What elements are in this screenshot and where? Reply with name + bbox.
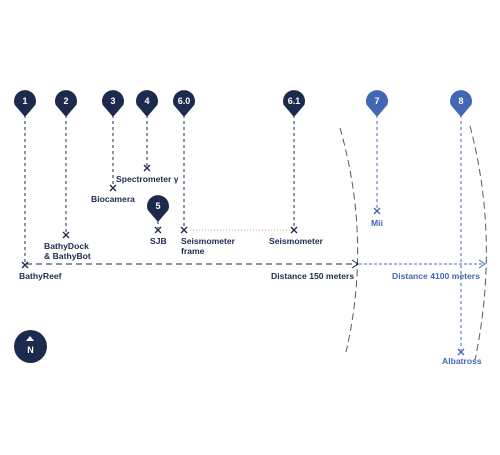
distance-arrowhead-4100m (478, 259, 486, 269)
label-mii: Mii (371, 218, 383, 228)
north-arrow-icon (26, 336, 34, 341)
label-seismometer-frame-line1: Seismometer (181, 236, 235, 246)
marker-biocamera (109, 184, 117, 192)
label-distance-4100m: Distance 4100 meters (392, 271, 480, 281)
pin-3-number: 3 (110, 96, 116, 106)
pin-2-icon (55, 90, 77, 117)
pin-7-icon (366, 90, 388, 117)
marker-spectrometer (143, 164, 151, 172)
label-seismometer: Seismometer (269, 236, 323, 246)
distance-arrowhead-150m (351, 259, 359, 269)
label-distance-150m: Distance 150 meters (271, 271, 355, 281)
label-bathydock-line2: & BathyBot (44, 251, 91, 261)
pin-3-icon (102, 90, 124, 117)
pin-8-number: 8 (458, 96, 464, 106)
pin-6-0-icon (173, 90, 195, 117)
label-albatross: Albatross (442, 356, 482, 366)
pin-8-icon (450, 90, 472, 117)
pin-1-number: 1 (22, 96, 28, 106)
pin-2-number: 2 (63, 96, 69, 106)
pin-1-icon (14, 90, 36, 117)
marker-bathydock (62, 231, 70, 239)
marker-seismometer (290, 226, 298, 234)
marker-sjb (154, 226, 162, 234)
pin-5-icon (147, 195, 169, 222)
marker-bathyreef (21, 261, 29, 269)
pin-4-number: 4 (144, 96, 150, 106)
pin-6-1-icon (283, 90, 305, 117)
marker-mii (373, 207, 381, 215)
site-markers (21, 164, 465, 356)
marker-seismometer-frame (180, 226, 188, 234)
pin-4-icon (136, 90, 158, 117)
label-biocamera: Biocamera (91, 194, 135, 204)
pin-6-1-number: 6.1 (287, 96, 301, 106)
boundary-arc-4100m (469, 125, 487, 361)
label-spectrometer: Spectrometer γ (116, 174, 179, 184)
label-bathyreef: BathyReef (19, 271, 62, 281)
label-sjb: SJB (150, 236, 167, 246)
compass-label: N (27, 345, 34, 355)
pin-7-number: 7 (374, 96, 380, 106)
label-seismometer-frame-line2: frame (181, 246, 205, 256)
label-bathydock-line1: BathyDock (44, 241, 89, 251)
north-compass: N (14, 330, 47, 363)
pin-5-number: 5 (155, 201, 161, 211)
pins (14, 90, 472, 222)
marker-albatross (457, 348, 465, 356)
pin-6-0-number: 6.0 (177, 96, 191, 106)
boundary-arc-150m (339, 127, 359, 353)
